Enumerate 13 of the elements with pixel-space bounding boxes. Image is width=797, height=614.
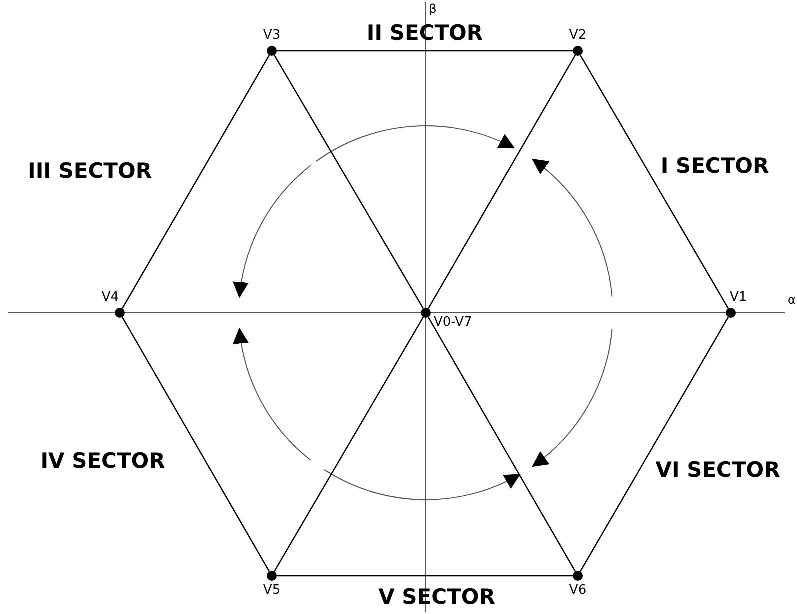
vector-point: V0-V7 xyxy=(421,308,472,330)
sector-label: III SECTOR xyxy=(28,159,152,183)
sector-label: VI SECTOR xyxy=(656,458,780,482)
axis-label: β xyxy=(429,2,437,16)
vector-point: V5 xyxy=(263,571,281,598)
vector-point: V2 xyxy=(569,29,587,56)
vector-point: V1 xyxy=(726,291,748,318)
vector-point: V3 xyxy=(263,29,281,56)
vector-point: V4 xyxy=(102,291,125,318)
sector-label: IV SECTOR xyxy=(40,449,166,473)
axis-label: α xyxy=(788,293,796,307)
sector-label: I SECTOR xyxy=(660,154,770,178)
vector-point: V6 xyxy=(569,571,587,598)
